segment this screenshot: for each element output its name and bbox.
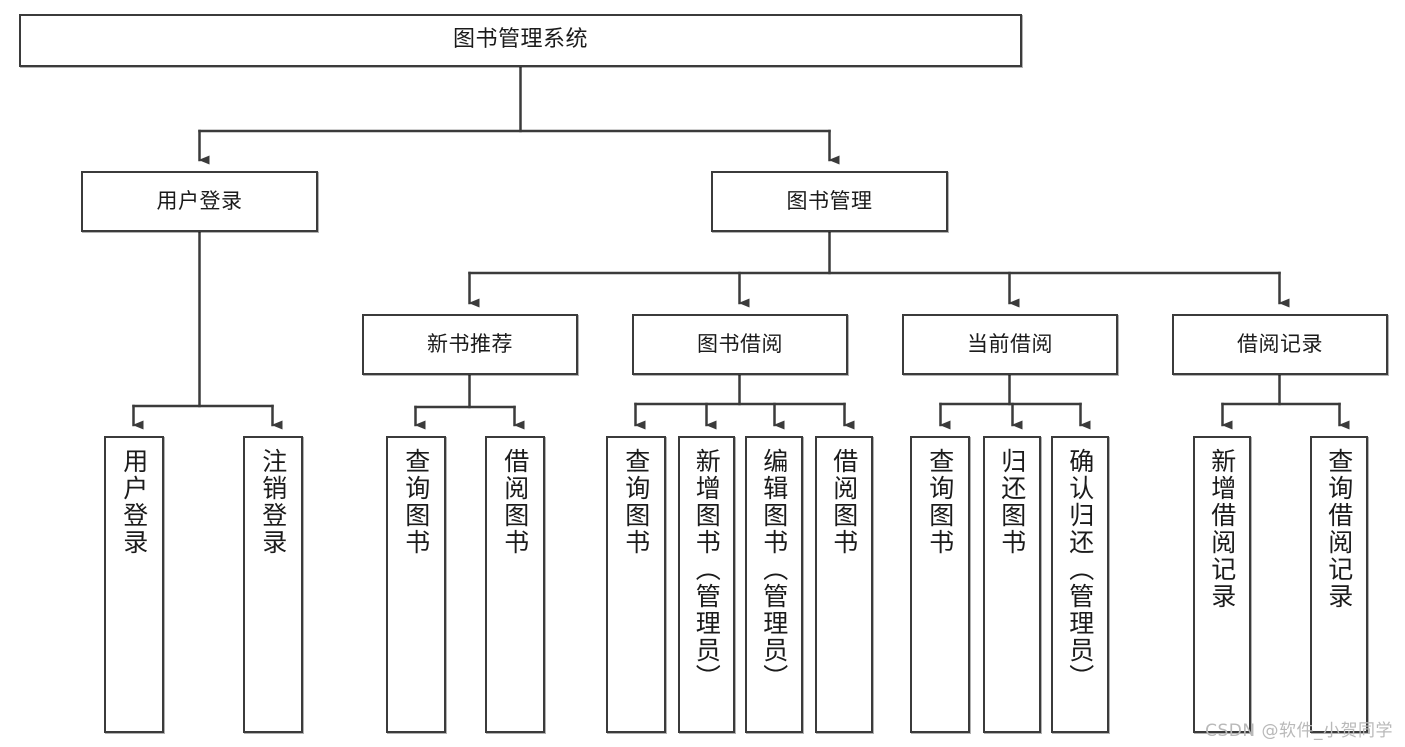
node-leaf-user-login[interactable]: 用户登录 bbox=[104, 436, 164, 733]
node-leaf-current-confirm-return[interactable]: 确认归还（管理员） bbox=[1051, 436, 1109, 733]
node-leaf-current-return-book[interactable]: 归还图书 bbox=[983, 436, 1041, 733]
node-label: 图书管理 bbox=[786, 188, 873, 213]
node-label: 查询借阅记录 bbox=[1324, 448, 1354, 610]
node-leaf-borrow-query-book[interactable]: 查询图书 bbox=[606, 436, 666, 733]
node-label: 查询图书 bbox=[621, 448, 651, 556]
node-current-borrow[interactable]: 当前借阅 bbox=[902, 314, 1118, 375]
node-leaf-borrow-edit-book[interactable]: 编辑图书（管理员） bbox=[745, 436, 803, 733]
node-label: 借阅图书 bbox=[500, 448, 530, 556]
node-leaf-borrow-borrow-book[interactable]: 借阅图书 bbox=[815, 436, 873, 733]
node-label: 新书推荐 bbox=[427, 331, 513, 356]
node-label: 借阅记录 bbox=[1237, 331, 1323, 356]
node-label: 查询图书 bbox=[925, 448, 955, 556]
node-label: 当前借阅 bbox=[967, 331, 1053, 356]
node-leaf-recommend-borrow-book[interactable]: 借阅图书 bbox=[485, 436, 545, 733]
node-label: 新增借阅记录 bbox=[1207, 448, 1237, 610]
node-label: 确认归还（管理员） bbox=[1065, 448, 1095, 691]
node-label: 借阅图书 bbox=[829, 448, 859, 556]
node-new-book-recommend[interactable]: 新书推荐 bbox=[362, 314, 578, 375]
node-label: 用户登录 bbox=[119, 448, 149, 556]
node-user-login[interactable]: 用户登录 bbox=[81, 171, 318, 232]
csdn-watermark: CSDN @软件_小贺同学 bbox=[1205, 721, 1393, 741]
node-leaf-user-logout[interactable]: 注销登录 bbox=[243, 436, 303, 733]
node-label: 查询图书 bbox=[401, 448, 431, 556]
node-leaf-borrow-add-book[interactable]: 新增图书（管理员） bbox=[678, 436, 735, 733]
node-label: 归还图书 bbox=[997, 448, 1027, 556]
node-leaf-current-query-book[interactable]: 查询图书 bbox=[910, 436, 970, 733]
node-label: 用户登录 bbox=[156, 188, 243, 213]
node-borrow-record[interactable]: 借阅记录 bbox=[1172, 314, 1388, 375]
node-label: 注销登录 bbox=[258, 448, 288, 556]
node-leaf-record-add-record[interactable]: 新增借阅记录 bbox=[1193, 436, 1251, 733]
node-label: 新增图书（管理员） bbox=[692, 448, 722, 691]
node-leaf-recommend-query-book[interactable]: 查询图书 bbox=[386, 436, 446, 733]
node-label: 图书管理系统 bbox=[452, 27, 588, 53]
node-root-system[interactable]: 图书管理系统 bbox=[19, 14, 1022, 67]
node-book-manage[interactable]: 图书管理 bbox=[711, 171, 948, 232]
node-book-borrow[interactable]: 图书借阅 bbox=[632, 314, 848, 375]
node-label: 图书借阅 bbox=[697, 331, 783, 356]
node-leaf-record-query-record[interactable]: 查询借阅记录 bbox=[1310, 436, 1368, 733]
node-label: 编辑图书（管理员） bbox=[759, 448, 789, 691]
